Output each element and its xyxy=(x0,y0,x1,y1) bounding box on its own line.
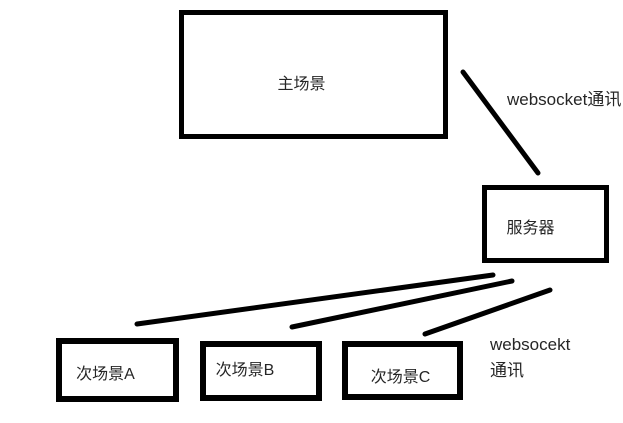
annotation-websocket-top: websocket通讯 xyxy=(507,85,621,110)
node-server-label: 服务器 xyxy=(506,220,555,237)
node-sub-scene-c-label: 次场景C xyxy=(370,368,431,386)
connector-server-to-sub-c xyxy=(422,287,553,337)
annotation-websocket-bottom-line2: 通讯 xyxy=(490,361,524,380)
node-server: 服务器 xyxy=(482,185,609,263)
node-sub-scene-a-label: 次场景A xyxy=(76,366,135,383)
annotation-websocket-bottom: websocekt 通讯 xyxy=(490,332,570,384)
node-sub-scene-b: 次场景B xyxy=(200,341,322,401)
connector-server-to-sub-a xyxy=(134,272,496,327)
annotation-websocket-top-text: websocket通讯 xyxy=(507,90,622,109)
node-main-scene: 主场景 xyxy=(179,10,448,139)
node-sub-scene-c: 次场景C xyxy=(342,341,463,400)
node-sub-scene-b-label: 次场景B xyxy=(215,362,275,379)
node-sub-scene-a: 次场景A xyxy=(56,338,179,402)
connector-server-to-sub-b xyxy=(289,278,515,330)
annotation-websocket-bottom-line1: websocekt xyxy=(490,335,571,354)
node-main-scene-label: 主场景 xyxy=(277,75,326,93)
